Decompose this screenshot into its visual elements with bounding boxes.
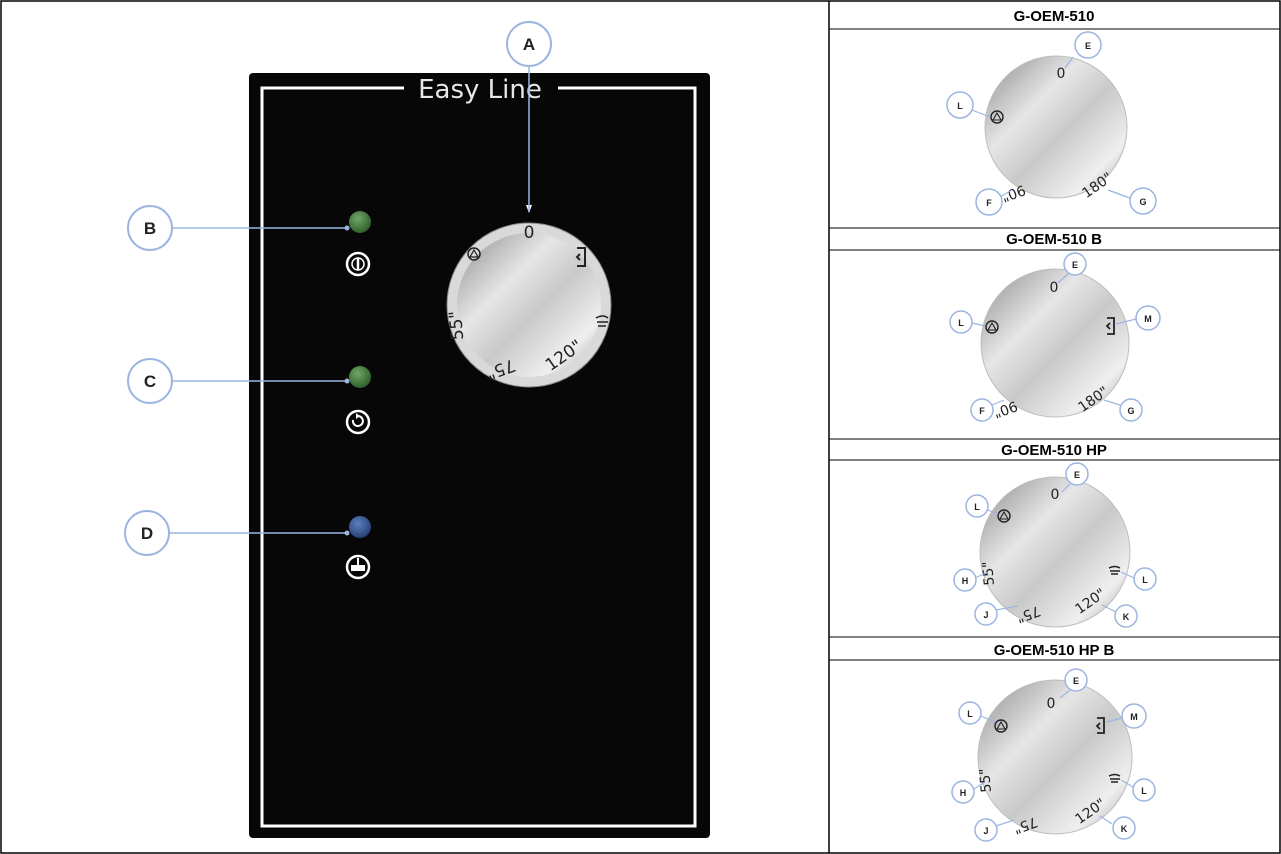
drain-icon bbox=[997, 509, 1011, 523]
main-selector-dial[interactable]: 0 55" 75" 120" bbox=[446, 205, 612, 388]
callout-h: H bbox=[953, 568, 989, 592]
dial-label-zero: 0 bbox=[1047, 696, 1056, 712]
callout-j: J bbox=[974, 602, 1019, 626]
callout-l: L bbox=[949, 310, 986, 334]
door-icon bbox=[1105, 317, 1115, 335]
drain-icon bbox=[994, 719, 1008, 733]
callout-c: C bbox=[127, 358, 350, 404]
callout-j: J bbox=[974, 818, 1015, 842]
callout-l-right: L bbox=[1120, 778, 1156, 802]
svg-text:L: L bbox=[1141, 786, 1147, 796]
svg-text:M: M bbox=[1130, 712, 1138, 722]
callout-d: D bbox=[124, 510, 350, 556]
boiler-led bbox=[349, 516, 371, 538]
callout-e: E bbox=[1061, 462, 1089, 493]
svg-text:G: G bbox=[1139, 197, 1146, 207]
svg-text:L: L bbox=[1142, 575, 1148, 585]
model-title: G-OEM-510 HP B bbox=[994, 642, 1115, 659]
dial-label-90: 90" bbox=[991, 397, 1019, 420]
svg-text:D: D bbox=[141, 524, 153, 543]
model-cell-4: G-OEM-510 HP B 0 55" 75" 120" E L M H L … bbox=[951, 642, 1156, 842]
callout-m: M bbox=[1115, 305, 1161, 331]
model-dial bbox=[984, 55, 1128, 199]
panel-background bbox=[249, 73, 710, 838]
dial-label-zero: 0 bbox=[1057, 66, 1066, 82]
svg-text:J: J bbox=[983, 610, 988, 620]
control-panel: Easy Line 0 bbox=[249, 73, 710, 838]
callout-b: B bbox=[127, 205, 350, 251]
svg-text:B: B bbox=[144, 219, 156, 238]
hand-icon bbox=[1108, 773, 1121, 783]
svg-text:E: E bbox=[1085, 41, 1091, 51]
model-title: G-OEM-510 B bbox=[1006, 231, 1102, 248]
callout-g: G bbox=[1103, 398, 1143, 422]
svg-text:C: C bbox=[144, 372, 156, 391]
callout-l-right: L bbox=[1120, 567, 1157, 591]
callout-f: F bbox=[975, 188, 1013, 216]
model-title: G-OEM-510 bbox=[1014, 8, 1095, 25]
dial-label-55: 55" bbox=[446, 310, 468, 341]
callout-f: F bbox=[970, 398, 1005, 422]
callout-l-left: L bbox=[965, 494, 999, 518]
model-dial bbox=[980, 268, 1130, 418]
model-cell-3: G-OEM-510 HP 0 55" 75" 120" E L H L J K bbox=[953, 442, 1157, 628]
model-cell-2: G-OEM-510 B 0 90" 180" E L M F G bbox=[949, 231, 1161, 422]
model-dial bbox=[979, 476, 1131, 628]
dial-label-55: 55" bbox=[980, 561, 998, 587]
dial-label-75: 75" bbox=[1014, 602, 1042, 625]
dial-label-55: 55" bbox=[977, 768, 995, 794]
drain-icon bbox=[985, 320, 999, 334]
model-title: G-OEM-510 HP bbox=[1001, 442, 1107, 459]
svg-text:K: K bbox=[1121, 824, 1128, 834]
dial-label-75: 75" bbox=[1011, 813, 1039, 836]
callout-a: A bbox=[506, 21, 552, 212]
callout-l: L bbox=[946, 91, 991, 119]
callout-h: H bbox=[951, 780, 986, 804]
callout-e: E bbox=[1064, 31, 1102, 69]
callout-e: E bbox=[1057, 252, 1087, 284]
callout-e: E bbox=[1059, 668, 1088, 699]
svg-text:E: E bbox=[1072, 260, 1078, 270]
power-led bbox=[349, 211, 371, 233]
dial-label-zero: 0 bbox=[524, 223, 535, 243]
door-icon bbox=[575, 247, 586, 267]
svg-text:L: L bbox=[958, 318, 964, 328]
svg-text:J: J bbox=[983, 826, 988, 836]
callout-k: K bbox=[1099, 815, 1136, 840]
svg-text:H: H bbox=[962, 576, 969, 586]
callout-l-left: L bbox=[958, 701, 996, 725]
svg-text:E: E bbox=[1073, 676, 1079, 686]
cycle-led bbox=[349, 366, 371, 388]
dial-label-90: 90" bbox=[999, 181, 1027, 204]
dial-label-zero: 0 bbox=[1050, 280, 1059, 296]
hand-icon bbox=[1108, 565, 1121, 575]
callout-g: G bbox=[1107, 187, 1157, 215]
drain-icon bbox=[990, 110, 1004, 124]
rinse-cycle-icon bbox=[345, 409, 371, 435]
callout-k: K bbox=[1101, 604, 1138, 628]
svg-text:L: L bbox=[974, 502, 980, 512]
model-dial bbox=[977, 679, 1133, 835]
power-icon bbox=[345, 251, 371, 277]
door-icon bbox=[1095, 717, 1105, 734]
dial-label-zero: 0 bbox=[1051, 487, 1060, 503]
model-cell-1: G-OEM-510 0 90" 180" E L F G bbox=[946, 8, 1157, 216]
svg-text:K: K bbox=[1123, 612, 1130, 622]
svg-text:F: F bbox=[979, 406, 985, 416]
panel-title: Easy Line bbox=[418, 75, 542, 105]
drain-icon bbox=[467, 247, 481, 261]
callout-m: M bbox=[1105, 703, 1147, 729]
svg-text:F: F bbox=[986, 198, 992, 208]
svg-text:E: E bbox=[1074, 470, 1080, 480]
svg-text:G: G bbox=[1127, 406, 1134, 416]
svg-text:L: L bbox=[957, 101, 963, 111]
svg-text:H: H bbox=[960, 788, 967, 798]
hand-icon bbox=[595, 315, 609, 327]
svg-text:M: M bbox=[1144, 314, 1152, 324]
boiler-icon bbox=[345, 554, 371, 580]
svg-text:L: L bbox=[967, 709, 973, 719]
svg-text:A: A bbox=[523, 35, 535, 54]
